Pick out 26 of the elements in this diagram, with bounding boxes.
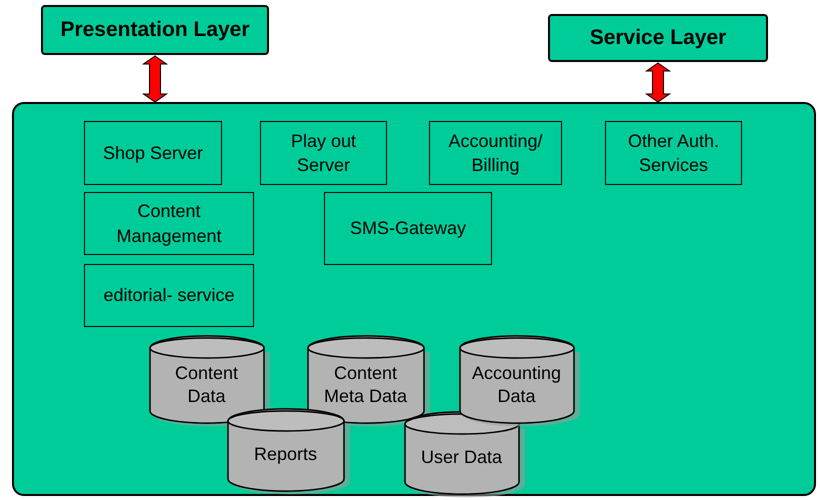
component-box xyxy=(260,121,387,185)
component-box xyxy=(429,121,562,185)
layer-box xyxy=(548,14,768,62)
node-label: Play out Server xyxy=(290,130,356,175)
node-label: Service Layer xyxy=(590,26,726,49)
node-label: Reports xyxy=(254,444,318,464)
node-label: Accounting/ Billing xyxy=(448,130,543,175)
node-label: Content Meta Data xyxy=(324,363,408,406)
component-box xyxy=(84,192,254,255)
layer-box xyxy=(41,5,269,55)
node-label: User Data xyxy=(420,447,502,467)
node-label: Accounting Data xyxy=(472,363,562,406)
node-label: SMS-Gateway xyxy=(350,218,466,238)
node-label: Presentation Layer xyxy=(60,18,250,41)
node-label: Shop Server xyxy=(102,142,204,163)
node-label: editorial- service xyxy=(103,285,235,306)
double-arrow xyxy=(644,62,672,103)
component-box xyxy=(84,121,222,185)
double-arrow xyxy=(142,55,168,103)
system-panel xyxy=(12,102,816,496)
node-label: Other Auth. Services xyxy=(628,130,720,175)
component-box xyxy=(605,121,742,185)
component-box xyxy=(324,192,492,265)
node-label: Content Management xyxy=(116,201,222,246)
node-label: Content Data xyxy=(174,363,238,406)
component-box xyxy=(84,264,254,327)
